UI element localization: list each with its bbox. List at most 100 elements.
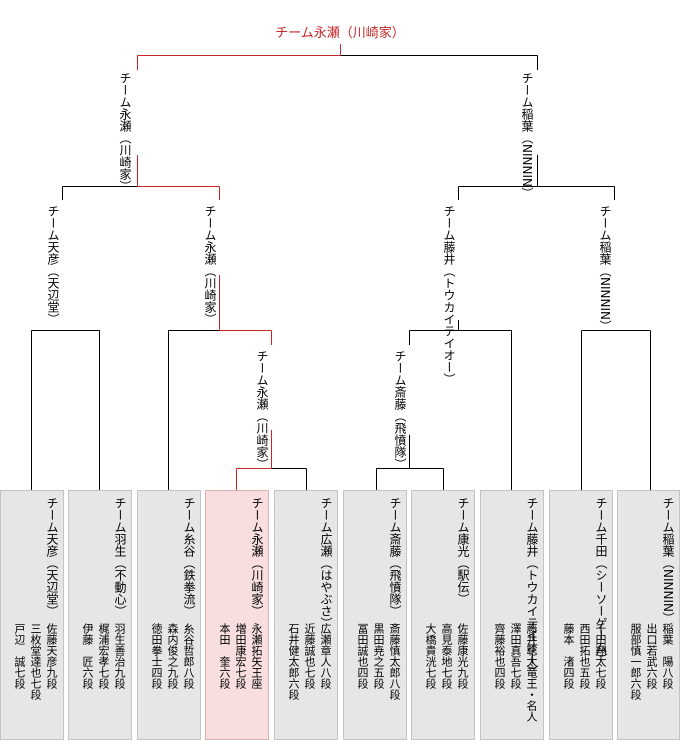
team-name: チーム広瀬 xyxy=(319,497,333,557)
team-sub: （トウカイテイオー） xyxy=(525,557,539,677)
team-name: チーム糸谷 xyxy=(182,497,196,557)
team-sub: （川崎家） xyxy=(203,265,217,325)
team-name: チーム稲葉 xyxy=(598,205,612,265)
member: 増田康宏七段 xyxy=(234,623,247,689)
member: 佐藤康光九段 xyxy=(456,623,469,689)
semifinal-team: チーム稲葉（NINNIN） xyxy=(598,205,612,332)
team-box-title: チーム天彦（天辺堂） xyxy=(45,497,59,617)
team-box: チーム康光（駅伝） 佐藤康光九段 高見泰地七段 大橋貴洸七段 xyxy=(411,490,475,740)
team-box: チーム藤井（トウカイテイオー） 藤井聡太竜王・名人 澤田真吾七段 齊藤裕也四段 xyxy=(480,490,544,740)
member: 斎藤慎太郎八段 xyxy=(388,623,401,700)
team-box-title: チーム糸谷（鉄拳流） xyxy=(182,497,196,617)
member: 服部慎一郎六段 xyxy=(629,623,642,700)
team-box-title: チーム羽生（不動心） xyxy=(113,497,127,617)
team-name: チーム斎藤 xyxy=(393,350,407,410)
member: 大橋貴洸七段 xyxy=(424,623,437,689)
member: 藤本 渚四段 xyxy=(562,623,575,689)
team-box: チーム羽生（不動心） 羽生善治九段 梶浦宏孝七段 伊藤 匠六段 xyxy=(68,490,132,740)
member: 永瀬拓矢王座 xyxy=(250,623,263,689)
team-name: チーム藤井 xyxy=(442,205,456,265)
team-sub: （不動心） xyxy=(113,557,127,617)
team-sub: （駅伝） xyxy=(456,557,470,605)
team-box: チーム糸谷（鉄拳流） 糸谷哲郎八段 森内俊之九段 徳田拳士四段 xyxy=(137,490,201,740)
member: 高見泰地七段 xyxy=(440,623,453,689)
team-name: チーム稲葉 xyxy=(520,72,534,132)
team-name: チーム天彦 xyxy=(45,497,59,557)
member: 戸辺 誠七段 xyxy=(13,623,26,689)
team-sub: （天辺堂） xyxy=(46,265,60,325)
member: 三枚堂達也七段 xyxy=(29,623,42,700)
member: 徳田拳士四段 xyxy=(150,623,163,689)
member: 齊藤裕也四段 xyxy=(493,623,506,689)
team-sub: （川崎家） xyxy=(250,557,264,617)
team-box: チーム天彦（天辺堂） 佐藤天彦九段 三枚堂達也七段 戸辺 誠七段 xyxy=(0,490,64,740)
member: 森内俊之九段 xyxy=(166,623,179,689)
team-box: チーム広瀬（はやぶさ） 広瀬章人八段 近藤誠也七段 石井健太郎六段 xyxy=(274,490,338,740)
member: 石井健太郎六段 xyxy=(287,623,300,700)
team-name: チーム斎藤 xyxy=(388,497,402,557)
semifinal-team: チーム藤井（トウカイテイオー） xyxy=(442,205,456,385)
member: 糸谷哲郎八段 xyxy=(182,623,195,689)
team-name: チーム藤井 xyxy=(525,497,539,557)
member: 澤田真吾七段 xyxy=(509,623,522,689)
final-team-left: チーム永瀬（川崎家） xyxy=(118,72,132,192)
semifinal-team: チーム天彦（天辺堂） xyxy=(46,205,60,325)
member-list: 稲葉 陽八段 出口若武六段 服部慎一郎六段 xyxy=(627,623,675,700)
member: 広瀬章人八段 xyxy=(319,623,332,689)
team-box: チーム千田（シーソーゲーム） 千田翔太七段 西田拓也五段 藤本 渚四段 xyxy=(549,490,613,740)
member-list: 千田翔太七段 西田拓也五段 藤本 渚四段 xyxy=(560,623,608,689)
team-box: チーム斎藤（飛憤隊） 斎藤慎太郎八段 黒田尭之五段 冨田誠也四段 xyxy=(343,490,407,740)
member-list: 佐藤天彦九段 三枚堂達也七段 戸辺 誠七段 xyxy=(11,623,59,700)
member: 出口若武六段 xyxy=(645,623,658,689)
team-box: チーム稲葉（NINNIN） 稲葉 陽八段 出口若武六段 服部慎一郎六段 xyxy=(617,490,680,740)
team-name: チーム羽生 xyxy=(113,497,127,557)
member-list: 佐藤康光九段 高見泰地七段 大橋貴洸七段 xyxy=(422,623,470,689)
team-sub: （天辺堂） xyxy=(45,557,59,617)
member: 千田翔太七段 xyxy=(594,623,607,689)
team-box-title: チーム千田（シーソーゲーム） xyxy=(594,497,608,665)
team-name: チーム千田 xyxy=(594,497,608,557)
member: 佐藤天彦九段 xyxy=(45,623,58,689)
member: 西田拓也五段 xyxy=(578,623,591,689)
team-sub: （シーソーゲーム） xyxy=(594,557,608,665)
team-box-winner: チーム永瀬（川崎家） 永瀬拓矢王座 増田康宏七段 本田 奎六段 xyxy=(205,490,269,740)
member-list: 藤井聡太竜王・名人 澤田真吾七段 齊藤裕也四段 xyxy=(491,623,539,722)
member: 冨田誠也四段 xyxy=(356,623,369,689)
team-box-title: チーム広瀬（はやぶさ） xyxy=(319,497,333,629)
team-box-title: チーム斎藤（飛憤隊） xyxy=(388,497,402,617)
team-sub: （鉄拳流） xyxy=(182,557,196,617)
quarterfinal-team: チーム斎藤（飛憤隊） xyxy=(393,350,407,470)
member: 近藤誠也七段 xyxy=(303,623,316,689)
team-box-title: チーム永瀬（川崎家） xyxy=(250,497,264,617)
team-name: チーム稲葉 xyxy=(661,497,675,557)
member-list: 糸谷哲郎八段 森内俊之九段 徳田拳士四段 xyxy=(148,623,196,689)
team-name: チーム永瀬 xyxy=(203,205,217,265)
team-sub: （川崎家） xyxy=(255,410,269,470)
team-name: チーム天彦 xyxy=(46,205,60,265)
team-name: チーム永瀬 xyxy=(255,350,269,410)
member: 藤井聡太竜王・名人 xyxy=(525,623,538,722)
team-name: チーム康光 xyxy=(456,497,470,557)
team-sub: （川崎家） xyxy=(118,132,132,192)
team-name: チーム永瀬 xyxy=(118,72,132,132)
member: 黒田尭之五段 xyxy=(372,623,385,689)
member-list: 永瀬拓矢王座 増田康宏七段 本田 奎六段 xyxy=(216,623,264,689)
member-list: 広瀬章人八段 近藤誠也七段 石井健太郎六段 xyxy=(285,623,333,700)
member: 伊藤 匠六段 xyxy=(81,623,94,689)
team-sub: （NINNIN） xyxy=(598,265,612,332)
member: 本田 奎六段 xyxy=(218,623,231,689)
team-box-title: チーム藤井（トウカイテイオー） xyxy=(525,497,539,677)
quarterfinal-team: チーム永瀬（川崎家） xyxy=(255,350,269,470)
member: 梶浦宏孝七段 xyxy=(97,623,110,689)
final-team-right: チーム稲葉（NINNIN） xyxy=(520,72,534,199)
team-sub: （NINNIN） xyxy=(661,557,675,624)
team-box-title: チーム康光（駅伝） xyxy=(456,497,470,605)
member: 稲葉 陽八段 xyxy=(661,623,674,689)
team-sub: （はやぶさ） xyxy=(319,557,333,629)
member: 羽生善治九段 xyxy=(113,623,126,689)
champion-label: チーム永瀬（川崎家） xyxy=(275,26,405,41)
team-sub: （NINNIN） xyxy=(520,132,534,199)
semifinal-team: チーム永瀬（川崎家） xyxy=(203,205,217,325)
team-sub: （トウカイテイオー） xyxy=(442,265,456,385)
